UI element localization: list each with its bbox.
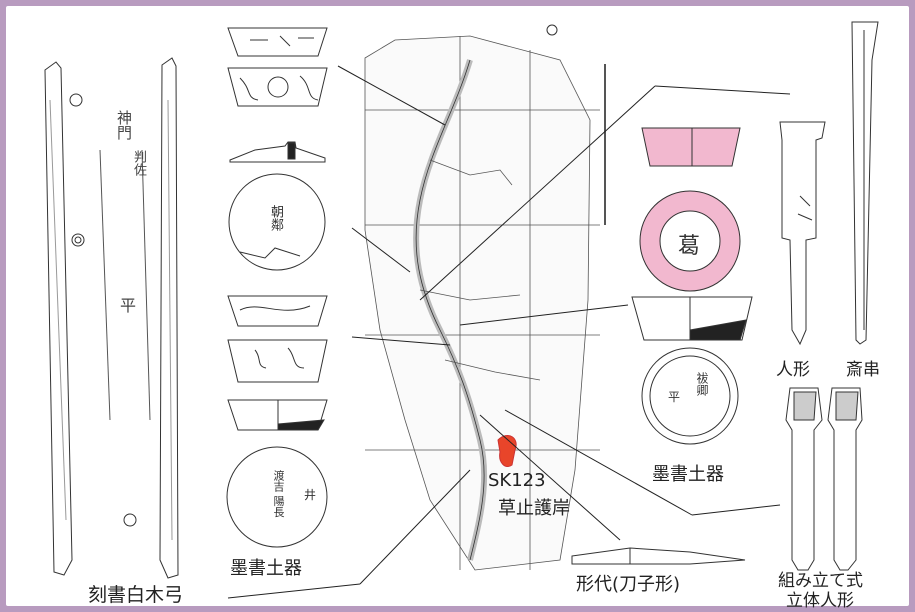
label-bow: 刻書白木弓	[88, 584, 184, 606]
label-sk123: SK123	[488, 470, 546, 491]
plate-right-inscription: 葛	[678, 234, 701, 259]
bow-inscription-sub: 判佐	[131, 150, 146, 176]
bow-drawing-front	[44, 61, 85, 576]
plate-bottom-side-inscription: 井	[304, 488, 317, 502]
label-assembled-line1: 組み立て式	[778, 571, 863, 591]
label-revetment: 草止護岸	[498, 498, 570, 519]
label-katashiro: 形代(刀子形)	[576, 574, 681, 595]
label-hitogata: 人形	[776, 360, 810, 380]
bow-inscription: 神門	[115, 110, 133, 140]
north-arrow-icon	[546, 24, 558, 36]
label-bokusho-left: 墨書土器	[230, 558, 302, 579]
plate-bottom-inscription: 渡吉 陽長	[272, 470, 285, 518]
plate-right-low-inscription: 祓卿	[695, 372, 709, 396]
plate-right-low-inscription-2: 平	[668, 390, 681, 404]
label-assembled-line2: 立体人形	[786, 591, 854, 611]
label-bokusho-right: 墨書土器	[652, 464, 724, 485]
label-igushi: 斎串	[846, 360, 880, 380]
plate-left-inscription: 朝鄰	[268, 205, 283, 231]
site-map	[364, 35, 606, 571]
bow-inscription-low: 平	[120, 296, 137, 315]
bow-drawing-back	[159, 57, 179, 579]
